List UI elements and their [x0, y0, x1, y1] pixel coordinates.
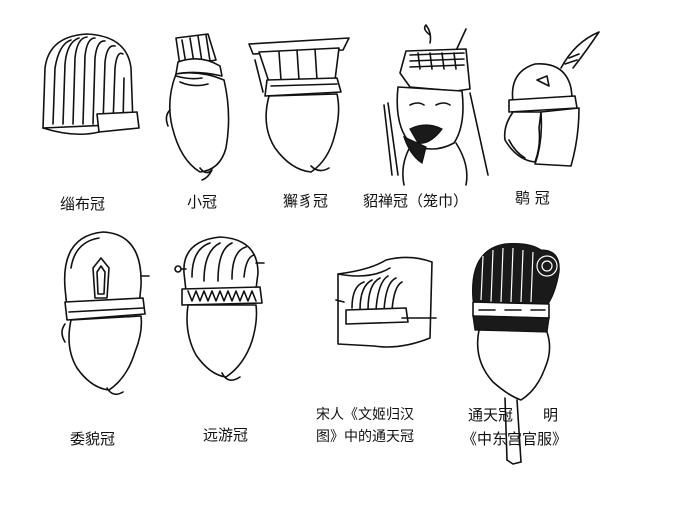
caption-zibuguan: 缁布冠: [60, 195, 106, 213]
caption-xiezhiguan: 獬豸冠: [283, 192, 329, 210]
caption-tongtianguan-ming-line1: 通天冠 明: [468, 406, 559, 424]
hat-illustration-tongtianguan-song: [330, 252, 440, 352]
hat-illustration-heguan: [495, 28, 605, 173]
caption-diaochanguan: 貂禅冠（笼巾）: [363, 192, 469, 210]
hat-illustration-xiezhiguan: [245, 36, 355, 176]
caption-tongtianguan-ming-line2: 《中东宫官服》: [462, 430, 568, 448]
hat-illustration-diaochanguan: [370, 25, 495, 185]
hat-illustration-zibuguan: [35, 28, 140, 143]
caption-yuanyouguan: 远游冠: [203, 426, 249, 444]
caption-tongtianguan-song-line2: 图》中的通天冠: [316, 429, 414, 445]
hat-illustration-tongtianguan-ming: [465, 240, 565, 465]
hat-illustration-yuanyouguan: [170, 233, 270, 393]
caption-weimaoguan: 委貌冠: [70, 430, 116, 448]
hat-illustration-weimaoguan: [55, 228, 155, 398]
caption-tongtianguan-song-line1: 宋人《文姬归汉: [316, 407, 414, 423]
hat-illustration-xiaoguan: [160, 30, 245, 180]
caption-xiaoguan: 小冠: [187, 193, 218, 211]
caption-heguan: 鹖 冠: [515, 189, 550, 207]
